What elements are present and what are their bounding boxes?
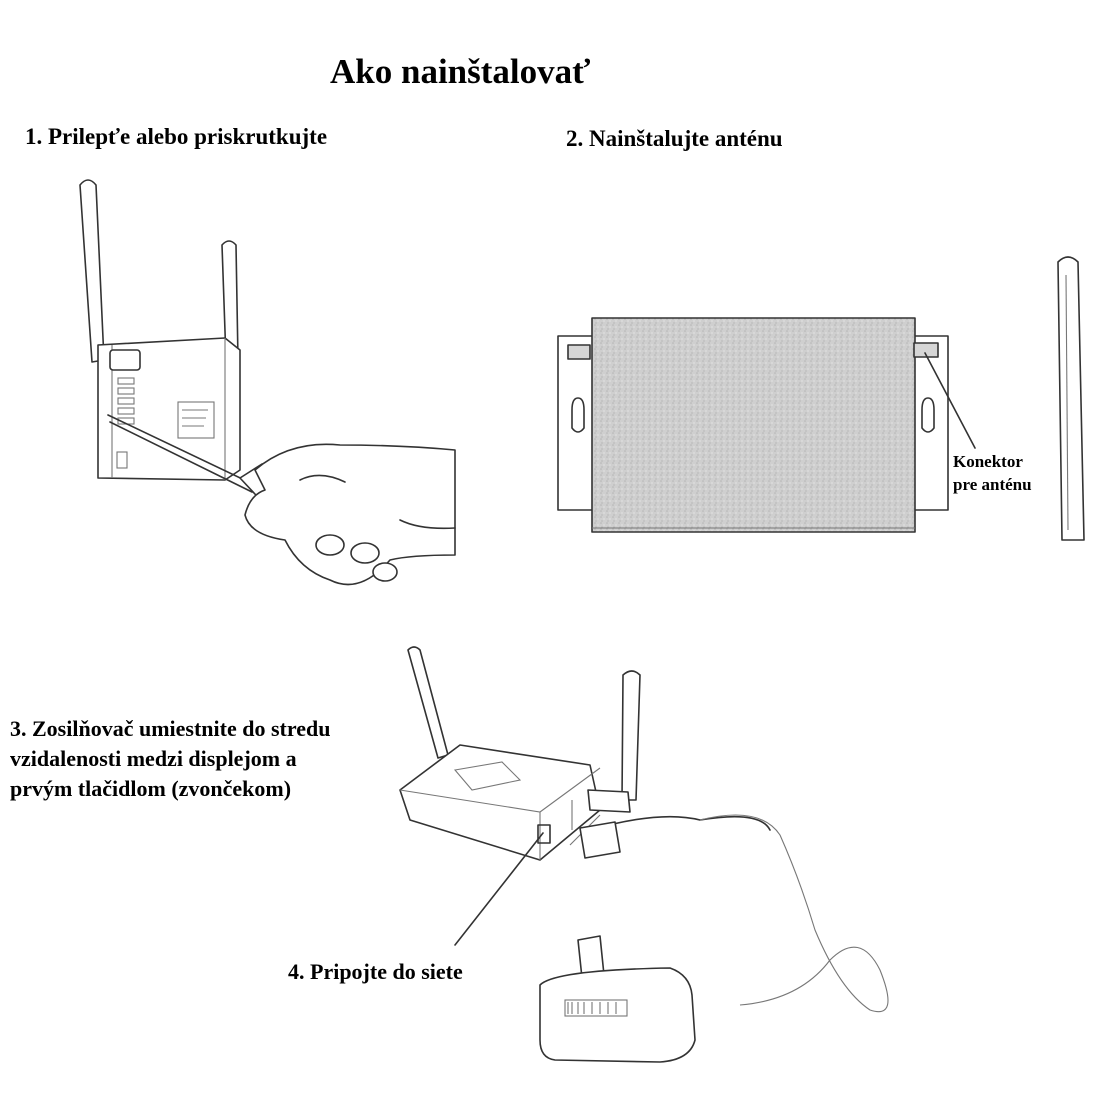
connector-callout-line2: pre anténu — [953, 475, 1032, 494]
step3-illustration — [399, 646, 889, 1063]
hand — [244, 443, 456, 586]
device-top-view — [557, 317, 949, 533]
power-pointer-line — [454, 832, 544, 946]
connector-callout-line1: Konektor — [953, 452, 1023, 471]
connector-pointer-line — [924, 352, 976, 449]
step2-label: 2. Nainštalujte anténu — [566, 126, 783, 151]
step4-label: 4. Pripojte do siete — [288, 959, 463, 984]
page-title: Ako nainštalovať — [330, 52, 591, 91]
step1-illustration — [79, 179, 456, 586]
step1-label: 1. Prilepťe alebo priskrutkujte — [25, 124, 328, 149]
step3-label: 3. Zosilňovač umiestnite do stredu vzida… — [10, 716, 331, 801]
step2-illustration — [557, 256, 1085, 541]
antenna-rod — [1057, 256, 1085, 541]
amplifier-device — [399, 646, 641, 861]
power-adapter — [539, 814, 889, 1063]
device-with-antennas — [79, 179, 241, 481]
connector-callout: Konektor pre anténu — [953, 450, 1032, 496]
